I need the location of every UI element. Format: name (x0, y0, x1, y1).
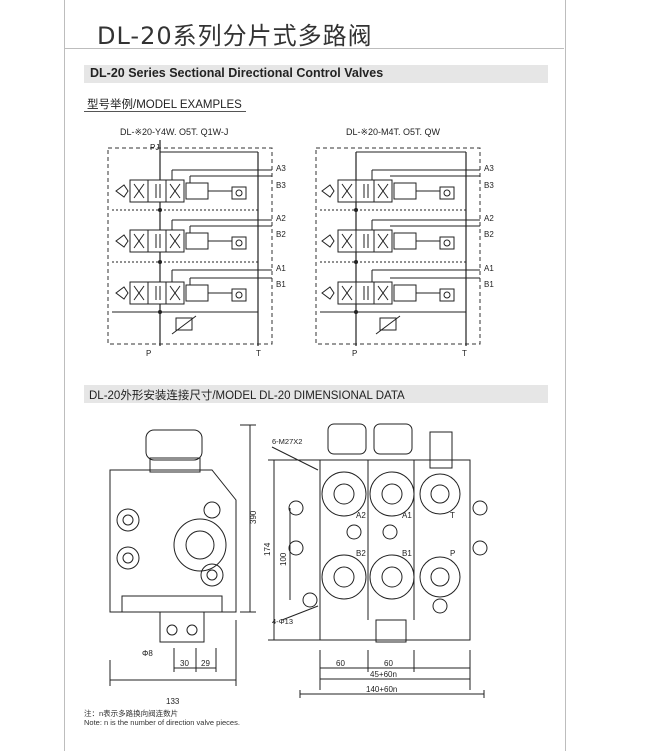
example2-port-a1: A1 (484, 264, 494, 273)
example2-relief-valve (379, 317, 397, 331)
example1-port-b1: B1 (276, 280, 286, 289)
example1-model: DL-※20-Y4W. O5T. Q1W-J (120, 127, 228, 137)
front-port-a2: A2 (356, 511, 366, 520)
example2-section-2 (320, 219, 480, 264)
side-dim-b: 29 (201, 659, 210, 668)
front-thread-label: 6-M27X2 (272, 437, 302, 446)
page-sheet (64, 0, 566, 751)
section-examples-title: 型号举例/MODEL EXAMPLES (87, 99, 242, 111)
example1-section-3 (112, 169, 272, 212)
schematic-example-1 (107, 140, 273, 346)
example2-port-b2: B2 (484, 230, 494, 239)
front-dim-140-60n: 140+60n (366, 685, 397, 694)
example2-dashed-frame (315, 147, 481, 345)
dimensions-band: DL-20外形安装连接尺寸/MODEL DL-20 DIMENSIONAL DA… (84, 385, 548, 403)
example1-port-b2: B2 (276, 230, 286, 239)
example1-port-a2: A2 (276, 214, 286, 223)
page-title: DL-20系列分片式多路阀 (97, 22, 373, 50)
example1-port-pj: PJ (150, 143, 159, 152)
front-port-b2: B2 (356, 549, 366, 558)
example2-port-t: T (462, 349, 467, 358)
side-dim-a: 30 (180, 659, 189, 668)
front-dim-100: 100 (279, 552, 288, 566)
example1-port-a3: A3 (276, 164, 286, 173)
front-port-b1: B1 (402, 549, 412, 558)
example1-port-b3: B3 (276, 181, 286, 190)
side-dim-height: 390 (249, 510, 258, 524)
front-dim-45-60n: 45+60n (370, 670, 397, 679)
example1-relief-valve (175, 317, 193, 331)
example2-model: DL-※20-M4T. O5T. QW (346, 127, 441, 137)
front-port-t: T (450, 511, 455, 520)
note-chinese: 注：n表示多路换向阀连数片 (84, 709, 179, 718)
title-rule (64, 48, 564, 49)
side-dim-phi: Φ8 (142, 649, 153, 658)
example1-port-t: T (256, 349, 261, 358)
front-dim-60-left: 60 (336, 659, 345, 668)
section-dimensions-title: DL-20外形安装连接尺寸/MODEL DL-20 DIMENSIONAL DA… (89, 390, 405, 402)
example1-section-1 (112, 269, 272, 314)
example2-section-1 (320, 269, 480, 314)
example2-port-a3: A3 (484, 164, 494, 173)
example2-section-3 (320, 169, 480, 212)
subtitle-band: DL-20 Series Sectional Directional Contr… (84, 65, 548, 83)
front-holes-label: 4-Φ13 (272, 617, 293, 626)
example2-port-p: P (352, 349, 357, 358)
subtitle: DL-20 Series Sectional Directional Contr… (90, 66, 384, 80)
section-examples-rule (84, 111, 246, 112)
example1-port-p: P (146, 349, 151, 358)
example1-section-2 (112, 219, 272, 264)
front-view-drawing (268, 423, 488, 698)
front-dim-60-right: 60 (384, 659, 393, 668)
example2-port-a2: A2 (484, 214, 494, 223)
example1-dashed-frame (107, 147, 273, 345)
side-dim-width: 133 (166, 697, 180, 706)
example2-port-b1: B1 (484, 280, 494, 289)
schematic-example-2 (315, 147, 481, 346)
example2-port-b3: B3 (484, 181, 494, 190)
front-port-a1: A1 (402, 511, 412, 520)
example1-port-a1: A1 (276, 264, 286, 273)
front-port-p: P (450, 549, 455, 558)
side-view-drawing (109, 424, 256, 686)
front-dim-174: 174 (263, 542, 272, 556)
note-english: Note: n is the number of direction valve… (84, 718, 240, 727)
